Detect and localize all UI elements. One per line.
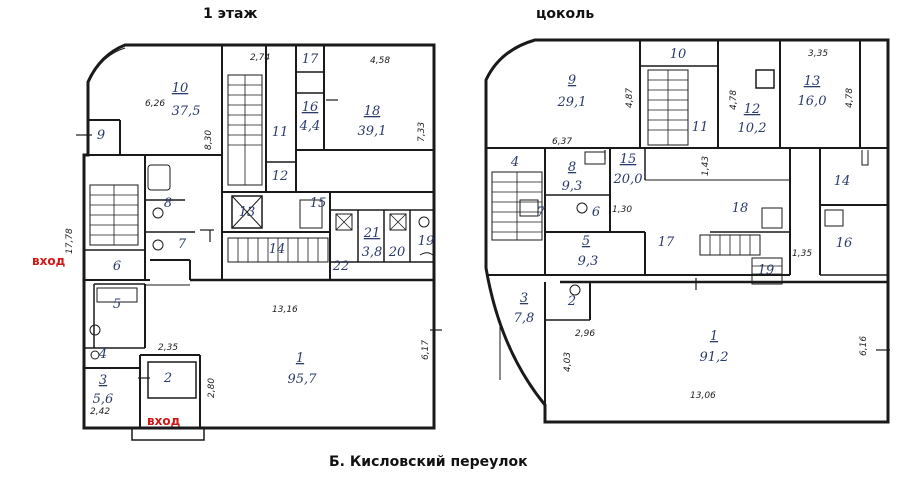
f1-room-18-area: 39,1 — [358, 124, 387, 139]
f1-room-3-area: 5,6 — [93, 392, 114, 407]
b-room-6-num: 6 — [592, 205, 600, 220]
f1-room-10-num: 10 — [172, 81, 189, 96]
b-room-11-num: 11 — [692, 120, 709, 135]
b-room-16-num: 16 — [836, 236, 853, 251]
f1-room-4-num: 4 — [98, 347, 107, 362]
f1-dim: 13,16 — [272, 305, 298, 315]
f1-room-8-num: 8 — [164, 196, 172, 211]
f1-room-10-area: 37,5 — [172, 104, 201, 119]
b-room-2-num: 2 — [567, 294, 576, 309]
b-room-12-area: 10,2 — [738, 121, 767, 136]
street-label: Б. Кисловский переулок — [329, 454, 528, 470]
b-room-9-area: 29,1 — [557, 95, 587, 110]
f1-room-21-num: 21 — [363, 226, 381, 241]
b-dim: 1,35 — [792, 249, 812, 259]
f1-room-1-area: 95,7 — [288, 372, 318, 387]
f1-room-17-num: 17 — [302, 52, 319, 67]
f1-room-16-area: 4,4 — [299, 119, 321, 134]
b-room-18-num: 18 — [732, 201, 749, 216]
b-room-15-area: 20,0 — [613, 172, 643, 187]
f1-room-19-num: 19 — [418, 234, 435, 249]
b-room-13-area: 16,0 — [798, 94, 827, 109]
b-room-19-num: 19 — [758, 263, 775, 278]
b-room-15-num: 15 — [620, 152, 637, 167]
b-room-8-num: 8 — [568, 160, 576, 175]
f1-dim: 8,30 — [204, 130, 214, 150]
b-room-3-num: 3 — [520, 291, 528, 306]
f1-dim: 2,80 — [207, 378, 217, 398]
f1-room-13-num: 13 — [239, 205, 256, 220]
f1-room-7-num: 7 — [178, 237, 187, 252]
f1-room-12-num: 12 — [272, 169, 289, 184]
b-room-10-num: 10 — [670, 47, 687, 62]
entrance-bottom-label: вход — [147, 414, 181, 428]
f1-room-15-num: 15 — [310, 196, 327, 211]
basement-title: цоколь — [536, 6, 595, 22]
f1-dim: 2,35 — [158, 343, 178, 353]
f1-room-21-area: 3,8 — [362, 245, 383, 260]
f1-dim: 17,78 — [65, 228, 75, 254]
floor1-dimensions: 2,74 4,58 6,26 8,30 7,33 17,78 13,16 2,3… — [65, 53, 431, 417]
entrance-left-label: вход — [32, 254, 66, 268]
b-dim: 13,06 — [690, 391, 716, 401]
f1-room-18-num: 18 — [364, 104, 381, 119]
f1-dim: 2,42 — [90, 407, 110, 417]
b-dim: 4,03 — [563, 352, 573, 372]
floor1-room-labels: 10 37,5 9 17 16 4,4 11 18 39,1 12 8 13 1… — [93, 52, 435, 407]
f1-dim: 2,74 — [250, 53, 270, 63]
b-room-5-area: 9,3 — [578, 254, 599, 269]
b-dim: 3,35 — [808, 49, 828, 59]
b-room-5-num: 5 — [582, 234, 590, 249]
f1-dim: 4,58 — [370, 56, 390, 66]
f1-room-11-num: 11 — [272, 125, 289, 140]
f1-room-5-num: 5 — [113, 297, 121, 312]
b-room-7-num: 7 — [537, 205, 546, 220]
basement-plan — [484, 38, 890, 424]
b-dim: 6,16 — [859, 336, 869, 356]
f1-room-20-num: 20 — [388, 245, 406, 260]
f1-room-2-num: 2 — [163, 371, 172, 386]
b-dim: 4,78 — [845, 88, 855, 108]
f1-room-3-num: 3 — [99, 373, 107, 388]
b-room-14-num: 14 — [834, 174, 851, 189]
b-dim: 4,87 — [625, 88, 635, 108]
b-room-8-area: 9,3 — [562, 179, 583, 194]
b-dim: 1,30 — [612, 205, 632, 215]
f1-dim: 7,33 — [417, 122, 427, 142]
basement-dimensions: 3,35 4,87 4,78 4,78 6,37 1,43 1,30 1,35 … — [552, 49, 869, 401]
b-dim: 2,96 — [575, 329, 595, 339]
b-dim: 1,43 — [701, 156, 711, 176]
b-room-4-num: 4 — [510, 155, 519, 170]
b-room-1-num: 1 — [710, 329, 718, 344]
basement-room-labels: 9 29,1 10 11 12 10,2 13 16,0 4 8 9,3 15 … — [510, 47, 852, 365]
f1-dim: 6,26 — [145, 99, 165, 109]
f1-room-14-num: 14 — [269, 242, 286, 257]
b-room-12-num: 12 — [744, 102, 761, 117]
b-dim: 6,37 — [552, 137, 572, 147]
f1-room-6-num: 6 — [113, 259, 121, 274]
b-room-1-area: 91,2 — [700, 350, 729, 365]
b-room-9-num: 9 — [568, 73, 576, 88]
f1-dim: 6,17 — [421, 340, 431, 360]
floor1-title: 1 этаж — [203, 6, 258, 22]
f1-room-9-num: 9 — [97, 128, 105, 143]
f1-room-16-num: 16 — [302, 100, 319, 115]
f1-room-22-num: 22 — [332, 259, 350, 274]
f1-room-1-num: 1 — [296, 351, 304, 366]
b-dim: 4,78 — [729, 90, 739, 110]
b-room-3-area: 7,8 — [514, 311, 535, 326]
floor1-plan — [76, 43, 442, 441]
b-room-17-num: 17 — [658, 235, 675, 250]
b-room-13-num: 13 — [804, 74, 821, 89]
